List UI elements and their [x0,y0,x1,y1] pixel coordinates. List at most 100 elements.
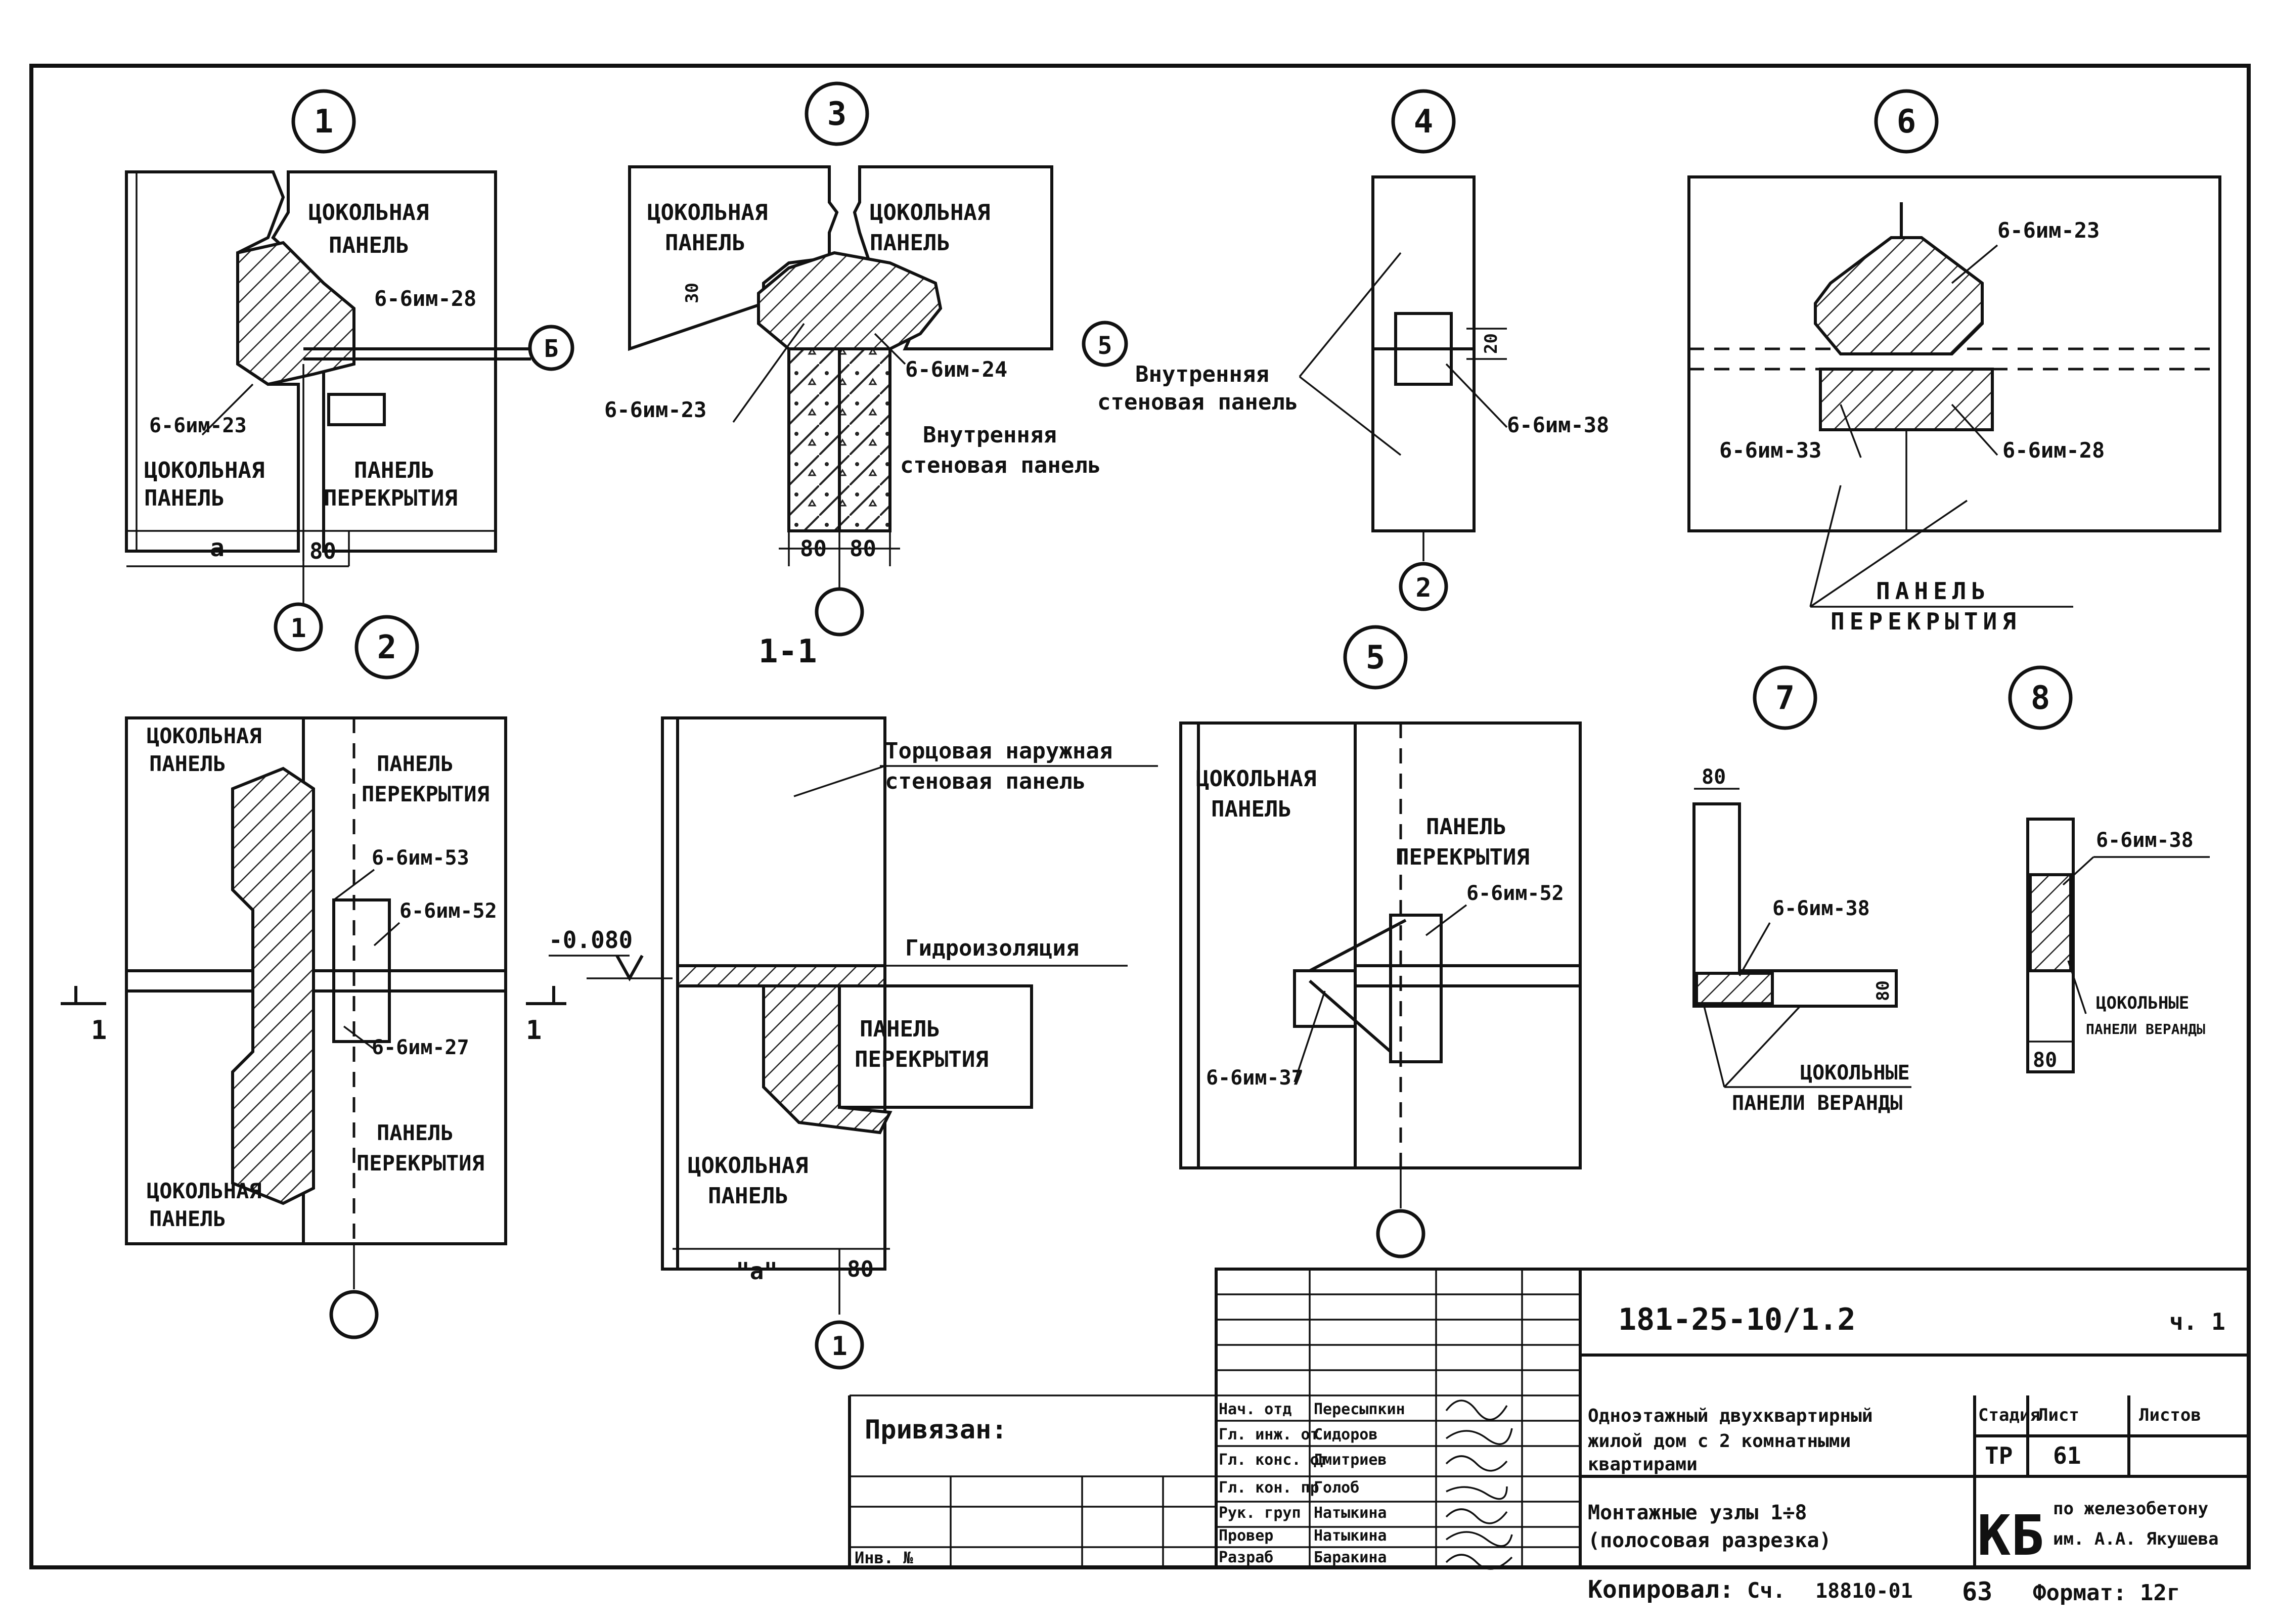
node-1-number: 1 [314,103,334,141]
node-1-socle-label-2: ПАНЕЛЬ [329,233,409,258]
signature-3 [1445,1455,1508,1472]
node-6-floor-1: ПАНЕЛЬ [1876,577,1990,605]
title-sheet-header: Лист [2038,1405,2079,1425]
signature-5 [1445,1508,1508,1524]
node-4-dim-20: 20 [1481,333,1501,354]
node-7-veranda-2: ПАНЕЛИ ВЕРАНДЫ [1732,1092,1902,1115]
node-7-dim-80: 80 [1702,765,1726,789]
title-role-5: Рук. груп [1219,1504,1301,1522]
node-5-socle-1: ЦОКОЛЬНАЯ [1196,766,1316,792]
org-logo: КБ [1977,1503,2044,1568]
title-name-2: Сидоров [1314,1426,1377,1443]
title-project-2: жилой дом с 2 комнатными [1588,1431,1851,1452]
node-2-mark-27: 6-6им-27 [372,1036,469,1059]
node-7-number: 7 [1775,680,1795,717]
node-3-inner-1: Внутренняя [923,422,1057,448]
node-2-socle-top-1: ЦОКОЛЬНАЯ [147,724,262,748]
title-name-5: Натыкина [1314,1504,1387,1522]
section-socle-2: ПАНЕЛЬ [708,1183,788,1209]
title-sheet-2: (полосовая разрезка) [1588,1529,1832,1552]
node-2-section-marker [329,1290,379,1339]
node-3-socle-right-1: ЦОКОЛЬНАЯ [870,200,990,225]
section-waterproofing: Гидроизоляция [905,935,1079,961]
title-role-7: Разраб [1219,1549,1273,1566]
node-5-mark-52: 6-6им-52 [1466,882,1564,905]
title-inv: Инв. № [855,1548,913,1567]
node-3-section-marker [815,587,864,637]
node-1-dim-a: a [210,534,225,562]
node-2-cut-right: 1 [526,1015,542,1046]
node-3-socle-left-2: ПАНЕЛЬ [665,230,745,256]
section-socle-1: ЦОКОЛЬНАЯ [688,1153,808,1179]
node-5-number: 5 [1366,639,1386,676]
node-3-socle-left-1: ЦОКОЛЬНАЯ [647,200,768,225]
title-block: Привязан: Инв. № Нач. отд Гл. инж. от Гл… [848,1268,2250,1606]
node-8-detail: 8 80 6-6им-38 ЦОКОЛЬНЫЕ ПАНЕЛИ ВЕРАНДЫ [2008,665,2210,1073]
node-2-socle-bottom-1: ЦОКОЛЬНАЯ [147,1179,262,1203]
title-sheet-1: Монтажные узлы 1÷8 [1588,1501,1807,1524]
title-role-3: Гл. конс. от [1219,1451,1328,1469]
section-end-wall-2: стеновая панель [885,769,1086,794]
node-2-floor-top-1: ПАНЕЛЬ [377,751,454,776]
node-3-number: 3 [827,96,847,133]
format-label: Формат: 12г [2033,1580,2180,1606]
title-name-3: Дмитриев [1314,1451,1387,1469]
node-2-detail: 2 ЦОКОЛЬНАЯ ПАНЕЛЬ ПАНЕЛЬ ПЕРЕКРЫТИЯ 6-6… [61,615,566,1339]
node-7-mark-38: 6-6им-38 [1772,897,1870,920]
title-name-7: Баракина [1314,1549,1387,1566]
node-5-marker [1343,625,1408,690]
copied-page: 63 [1962,1577,1992,1606]
node-1-mark-23: 6-6им-23 [149,414,247,437]
title-sheet-number: 61 [2053,1442,2081,1469]
node-4-inner-1: Внутренняя [1135,362,1269,387]
title-sheets-header: Листов [2139,1405,2201,1425]
title-project-1: Одноэтажный двухквартирный [1588,1406,1873,1426]
node-2-floor-bottom-2: ПЕРЕКРЫТИЯ [356,1151,484,1176]
signature-7 [1445,1554,1513,1570]
node-1-floor-2: ПЕРЕКРЫТИЯ [324,485,458,511]
section-dim-80: 80 [847,1256,874,1282]
node-4-marker [1391,89,1456,154]
node-7-dim-80v: 80 [1873,980,1893,1001]
node-2-number: 2 [377,629,397,666]
node-6-mark-33: 6-6им-33 [1719,438,1821,463]
title-name-4: Голоб [1314,1479,1359,1497]
title-part: ч. 1 [2169,1308,2225,1335]
section-level: -0.080 [549,926,633,954]
title-name-1: Пересыпкин [1314,1401,1405,1418]
node-7-veranda-1: ЦОКОЛЬНЫЕ [1800,1061,1910,1085]
org-name-1: по железобетону [2053,1499,2208,1519]
node-3-dim-30: 30 [682,283,702,303]
node-6-mark-28: 6-6им-28 [2002,438,2105,463]
node-7-marker [1753,665,1817,730]
node-4-mark-38: 6-6им-38 [1507,413,1609,437]
node-2-mark-52: 6-6им-52 [399,899,497,923]
node-1-socle-label-1: ЦОКОЛЬНАЯ [308,200,429,225]
node-7-detail: 7 80 80 6-6им-38 ЦОКОЛЬНЫЕ ПАНЕЛИ ВЕРАНД… [1692,665,1911,1115]
callout-b: Б [544,335,559,363]
title-privyazan: Привязан: [865,1415,1007,1445]
title-role-4: Гл. кон. пр [1219,1479,1319,1497]
title-role-6: Провер [1219,1527,1273,1545]
node-8-mark-38: 6-6им-38 [2096,829,2194,852]
node-3-callout-5 [1082,321,1128,367]
node-2-floor-top-2: ПЕРЕКРЫТИЯ [362,782,489,806]
node-3-inner-2: стеновая панель [900,453,1101,478]
section-1-1-detail: Торцовая наружная стеновая панель Гидрои… [549,716,1158,1370]
node-3-mark-24: 6-6им-24 [905,357,1007,382]
node-1-socle-bottom-2: ПАНЕЛЬ [144,485,225,511]
node-2-socle-bottom-2: ПАНЕЛЬ [149,1206,226,1231]
section-floor-2: ПЕРЕКРЫТИЯ [855,1047,989,1072]
node-8-veranda-1: ЦОКОЛЬНЫЕ [2096,993,2189,1013]
title-role-2: Гл. инж. от [1219,1426,1319,1443]
title-stage: ТР [1985,1442,2013,1469]
node-5-section-marker [1376,1209,1425,1258]
node-4-detail: 4 20 Внутренняя стеновая панель 6-6им-38… [1097,89,1609,611]
node-8-veranda-2: ПАНЕЛИ ВЕРАНДЫ [2086,1021,2205,1037]
node-6-marker [1874,89,1939,154]
node-1-floor-1: ПАНЕЛЬ [354,458,434,483]
node-8-dim-80: 80 [2033,1049,2057,1072]
section-1-1-label: 1-1 [759,633,817,670]
node-3-detail: 3 ЦОКОЛЬНАЯ ПАНЕЛЬ ЦОКОЛЬНАЯ ПАНЕЛЬ 30 6… [604,81,1128,670]
